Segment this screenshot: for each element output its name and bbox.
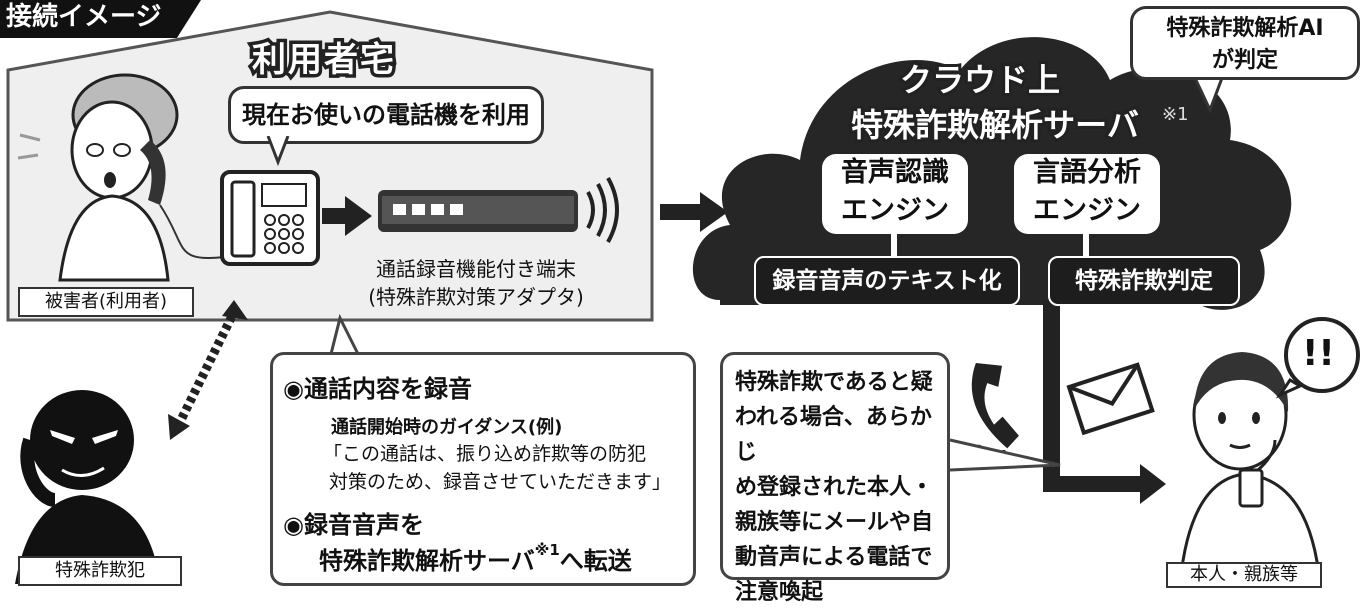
- record-bullet: ◉通話内容を録音: [283, 375, 472, 403]
- cloud-title-line2: 特殊詐欺解析サーバ: [848, 103, 1142, 147]
- house-title: 利用者宅: [249, 37, 398, 84]
- ai-bubble: 特殊詐欺解析AI が判定: [1130, 6, 1360, 80]
- relative-label: 本人・親族等: [1166, 562, 1322, 588]
- victim-label: 被害者(利用者): [18, 287, 194, 317]
- criminal-label-text: 特殊詐欺犯: [55, 560, 145, 581]
- alert-line5: 動音声による電話で: [735, 545, 933, 570]
- device-label-line1: 通話録音機能付き端末: [376, 257, 576, 281]
- engine1-line2: エンジン: [841, 195, 949, 226]
- forward-bullet: ◉録音音声を: [283, 511, 424, 539]
- engine1-stem: [891, 234, 897, 256]
- language-analysis-engine: 言語分析 エンジン: [1014, 154, 1160, 234]
- ai-bubble-line1: 特殊詐欺解析AI: [1166, 16, 1324, 41]
- telephone: [220, 170, 320, 266]
- criminal-label: 特殊詐欺犯: [18, 556, 182, 586]
- alert-line1: 特殊詐欺であると疑: [735, 370, 933, 395]
- alert-line4: 親族等にメールや自: [735, 510, 934, 535]
- guidance-title: 通話開始時のガイダンス(例): [331, 417, 563, 438]
- recording-callout: ◉通話内容を録音 通話開始時のガイダンス(例) 「この通話は、振り込め詐欺等の防…: [270, 352, 696, 586]
- relative-label-text: 本人・親族等: [1190, 564, 1298, 585]
- section-tab-label: 接続イメージ: [6, 2, 162, 32]
- envelope-icon: [1066, 362, 1155, 436]
- victim-label-text: 被害者(利用者): [44, 291, 168, 312]
- engine2-line1: 言語分析: [1033, 157, 1141, 188]
- forward-tail: へ転送: [559, 547, 632, 575]
- phone-bubble-text: 現在お使いの電話機を利用: [242, 101, 530, 129]
- arrow-phone-to-device: [322, 196, 372, 236]
- criminal-figure: [15, 390, 160, 584]
- fraud-judgement-text: 特殊詐欺判定: [1075, 268, 1213, 294]
- alert-callout: 特殊詐欺であると疑 われる場合、あらかじ め登録された本人・ 親族等にメールや自…: [720, 352, 950, 605]
- phone-bubble-tail: [266, 136, 290, 166]
- guidance-line1: 「この通話は、振り込め詐欺等の防犯: [323, 443, 647, 465]
- alert-line3: め登録された本人・: [735, 475, 934, 500]
- phone-bubble: 現在お使いの電話機を利用: [228, 86, 544, 144]
- engine1-line1: 音声認識: [841, 157, 949, 188]
- arrow-to-cloud: [660, 192, 728, 232]
- relative-figure: [1178, 352, 1322, 584]
- text-conversion-text: 録音音声のテキスト化: [772, 268, 1002, 294]
- exclamation-text: !!: [1302, 333, 1335, 374]
- device-label: 通話録音機能付き端末 (特殊詐欺対策アダプタ): [356, 255, 596, 311]
- adapter-device: [378, 177, 619, 243]
- forward-note: ※1: [534, 541, 560, 559]
- device-label-line2: (特殊詐欺対策アダプタ): [368, 285, 584, 309]
- cloud-shape: [692, 37, 1292, 310]
- guidance-line2: 対策のため、録音させていただきます」: [329, 471, 672, 493]
- diagram-canvas: [6, 10, 1360, 584]
- speech-recognition-engine: 音声認識 エンジン: [822, 154, 968, 234]
- engine2-line2: エンジン: [1033, 195, 1141, 226]
- criminal-call-line: [177, 310, 239, 420]
- section-tab: 接続イメージ: [0, 0, 201, 38]
- forward-server: 特殊詐欺解析サーバ: [319, 547, 535, 575]
- alert-line6: 注意喚起: [735, 580, 824, 605]
- exclamation-bubble: [1275, 317, 1360, 399]
- text-conversion-label: 録音音声のテキスト化: [754, 256, 1020, 306]
- cloud-title-line1: クラウド上: [897, 58, 1063, 102]
- engine2-stem: [1083, 234, 1089, 256]
- fraud-judgement-label: 特殊詐欺判定: [1048, 256, 1240, 306]
- victim-figure: [17, 73, 241, 282]
- alert-line2: われる場合、あらかじ: [735, 405, 932, 465]
- cloud-title-note: ※1: [1162, 104, 1189, 125]
- arrow-to-relative: [1043, 300, 1166, 504]
- forward-bullet-line2: 特殊詐欺解析サーバ※1へ転送: [319, 541, 632, 576]
- ai-bubble-line2: が判定: [1211, 48, 1278, 73]
